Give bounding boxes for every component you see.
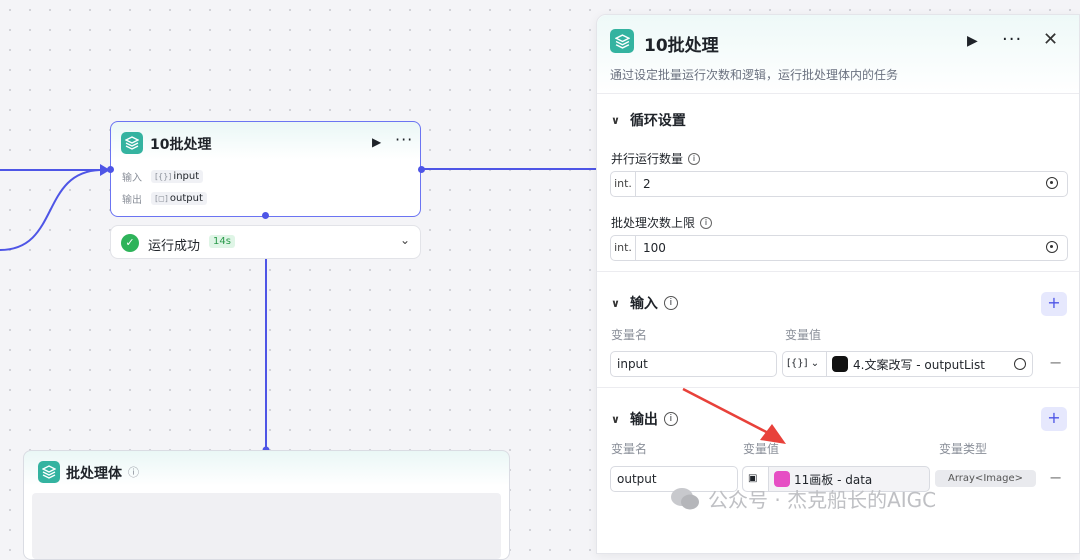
image-icon[interactable]: ▣ — [743, 467, 769, 491]
output-var-value-ref[interactable]: ▣ 11画板 - data — [742, 466, 930, 492]
int-type-prefix: int. — [611, 236, 636, 260]
more-icon[interactable]: ··· — [395, 130, 414, 149]
watermark: 公众号 · 杰克船长的AIGC — [670, 484, 936, 513]
status-text: 运行成功 — [148, 239, 201, 254]
body-node-title: 批处理体 — [66, 466, 122, 482]
output-section-title: 输出 — [629, 412, 658, 428]
close-icon[interactable]: ✕ — [1043, 29, 1059, 50]
node-output-port[interactable] — [418, 166, 425, 173]
node-input-port[interactable] — [107, 166, 114, 173]
loop-settings-section[interactable]: ∨ 循环设置 — [611, 110, 686, 130]
node-output-row: 输出 [◻] output — [122, 191, 207, 206]
info-icon[interactable]: i — [663, 296, 678, 310]
edge-in-curve — [0, 169, 101, 251]
divider — [597, 387, 1079, 388]
node-settings-panel: 10批处理 ▶ ··· ✕ 通过设定批量运行次数和逻辑，运行批处理体内的任务 ∨… — [596, 14, 1080, 554]
var-name-header: 变量名 — [611, 442, 648, 456]
node-input-row: 输入 [{}] input — [122, 169, 204, 184]
parallel-count-value: 2 — [643, 177, 651, 191]
batch-limit-value: 100 — [643, 241, 666, 255]
batch-body-node[interactable]: 批处理体 ⓘ — [23, 450, 510, 560]
parallel-label-text: 并行运行数量 — [611, 152, 684, 166]
input-var-value-ref[interactable]: [{}] ⌄ 4.文案改写 - outputList — [782, 351, 1033, 377]
chevron-down-icon[interactable]: ⌄ — [399, 233, 410, 247]
output-section[interactable]: ∨ 输出 i — [611, 409, 678, 429]
status-time-badge: 14s — [209, 235, 235, 248]
node-output-type: [◻] — [155, 194, 168, 203]
input-section-title: 输入 — [629, 296, 658, 312]
batch-node[interactable]: 10批处理 ▶ ··· 输入 [{}] input 输出 [◻] output — [107, 121, 425, 219]
node-output-name: output — [169, 193, 203, 204]
var-value-header: 变量值 — [743, 442, 780, 456]
chevron-down-icon[interactable]: ∨ — [611, 412, 620, 426]
loop-section-title: 循环设置 — [629, 113, 686, 129]
input-var-name-field[interactable]: input — [610, 351, 777, 377]
var-value-header: 变量值 — [785, 328, 822, 342]
chevron-down-icon[interactable]: ∨ — [611, 113, 620, 127]
node-output-chip: [◻] output — [151, 192, 207, 205]
run-icon[interactable]: ▶ — [372, 135, 382, 149]
node-input-type: [{}] — [155, 172, 172, 181]
limit-label-text: 批处理次数上限 — [611, 216, 696, 230]
edge-arrowhead — [100, 164, 110, 176]
remove-output-button[interactable]: − — [1049, 468, 1063, 487]
input-ref-type: [{}] — [787, 358, 808, 369]
layers-icon — [121, 132, 143, 154]
var-name-header: 变量名 — [611, 328, 648, 342]
node-body-port[interactable] — [262, 212, 269, 219]
batch-limit-label: 批处理次数上限 i — [611, 214, 713, 231]
wechat-icon — [670, 487, 700, 511]
divider — [597, 271, 1079, 272]
run-status[interactable]: ✓ 运行成功 14s ⌄ — [110, 225, 421, 259]
chevron-down-icon[interactable]: ∨ — [611, 296, 620, 310]
watermark-text: 公众号 · 杰克船长的AIGC — [708, 488, 937, 512]
input-section[interactable]: ∨ 输入 i — [611, 293, 678, 313]
output-type-badge: Array<Image> — [935, 470, 1037, 487]
layers-icon — [610, 29, 634, 53]
var-type-header: 变量类型 — [939, 442, 988, 456]
run-icon[interactable]: ▶ — [967, 33, 978, 49]
node-input-chip: [{}] input — [151, 170, 204, 183]
int-type-prefix: int. — [611, 172, 636, 196]
batch-limit-input[interactable]: int. 100 — [610, 235, 1068, 261]
panel-title: 10批处理 — [644, 36, 719, 56]
check-icon: ✓ — [121, 234, 139, 252]
node-output-label: 输出 — [122, 195, 142, 206]
canvas-node-icon — [774, 471, 790, 487]
output-var-name-field[interactable]: output — [610, 466, 738, 492]
reference-toggle-icon[interactable] — [1046, 177, 1058, 189]
parallel-count-label: 并行运行数量 i — [611, 150, 701, 167]
node-input-name: input — [173, 171, 200, 182]
info-icon[interactable]: i — [700, 216, 713, 229]
input-type-select[interactable]: [{}] ⌄ — [783, 352, 827, 376]
panel-header: 10批处理 ▶ ··· ✕ 通过设定批量运行次数和逻辑，运行批处理体内的任务 — [597, 15, 1079, 94]
remove-input-button[interactable]: − — [1049, 353, 1063, 372]
more-icon[interactable]: ··· — [1002, 29, 1023, 50]
add-input-button[interactable]: + — [1041, 292, 1067, 316]
panel-description: 通过设定批量运行次数和逻辑，运行批处理体内的任务 — [610, 68, 899, 82]
reference-toggle-icon[interactable] — [1014, 358, 1026, 370]
output-ref-text: 11画板 - data — [794, 473, 873, 487]
input-ref-text: 4.文案改写 - outputList — [853, 358, 985, 372]
info-icon[interactable]: i — [688, 152, 701, 165]
parallel-count-input[interactable]: int. 2 — [610, 171, 1068, 197]
add-output-button[interactable]: + — [1041, 407, 1067, 431]
annotation-arrow — [682, 387, 786, 444]
info-icon[interactable]: i — [663, 412, 678, 426]
layers-icon — [38, 461, 60, 483]
node-input-label: 输入 — [122, 173, 142, 184]
node-avatar-icon — [832, 356, 848, 372]
node-title: 10批处理 — [150, 137, 212, 153]
reference-toggle-icon[interactable] — [1046, 241, 1058, 253]
info-icon[interactable]: ⓘ — [128, 466, 139, 479]
